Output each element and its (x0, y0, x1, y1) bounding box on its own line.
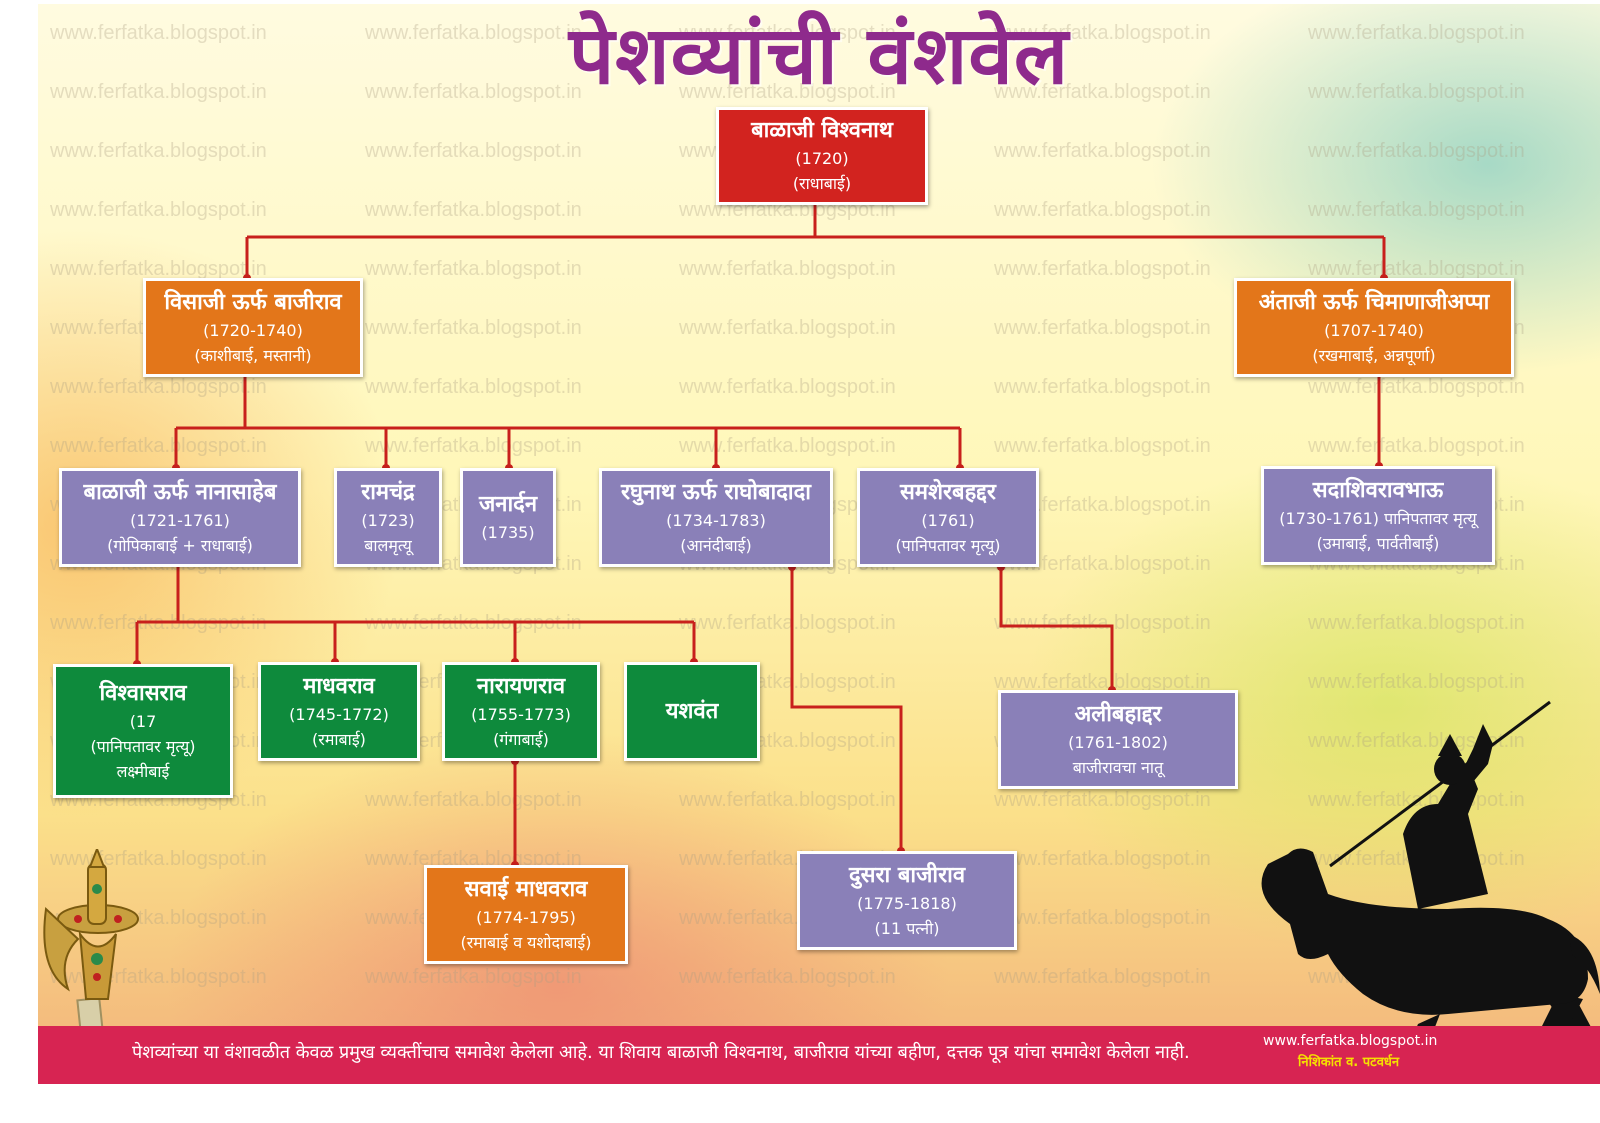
person-detail: (1723) (361, 510, 415, 530)
person-detail: (11 पत्नी) (874, 918, 940, 938)
person-name: अंताजी ऊर्फ चिमाणाजीअप्पा (1258, 289, 1490, 315)
connector-line (245, 205, 1386, 278)
node-vishwasrao: विश्वासराव (17 (पानिपतावर मृत्यू) लक्ष्मीबा… (53, 664, 233, 798)
person-detail: (1745-1772) (289, 704, 389, 724)
person-name: यशवंत (665, 698, 719, 724)
person-name: बाळाजी ऊर्फ नानासाहेब (83, 479, 277, 505)
person-name: दुसरा बाजीराव (848, 862, 966, 888)
person-name: विश्वासराव (99, 680, 187, 706)
connector-line (174, 377, 962, 468)
footer-author: निशिकांत व. पटवर्धन (1298, 1055, 1400, 1070)
person-detail: (1720-1740) (203, 320, 303, 340)
person-detail: (1755-1773) (471, 704, 571, 724)
person-detail: (1734-1783) (666, 510, 766, 530)
person-detail: (पानिपतावर मृत्यू) (895, 535, 1001, 555)
person-detail: (गोपिकाबाई + राधाबाई) (107, 535, 253, 555)
person-detail: (17 (129, 711, 157, 731)
person-detail: (1730-1761) पानिपतावर मृत्यू (1279, 508, 1477, 528)
person-name: रामचंद्र (361, 479, 415, 505)
person-detail: (पानिपतावर मृत्यू) (90, 736, 196, 756)
person-detail: (राधाबाई) (792, 174, 852, 193)
node-visaji-bajirao: विसाजी ऊर्फ बाजीराव (1720-1740) (काशीबाई, … (143, 278, 363, 377)
node-dusra-bajirao: दुसरा बाजीराव (1775-1818) (11 पत्नी) (797, 851, 1017, 950)
person-name: बाळाजी विश्वनाथ (751, 118, 893, 143)
node-yashwant: यशवंत (624, 662, 760, 761)
connector-line (999, 567, 1114, 690)
person-detail: (1775-1818) (857, 893, 957, 913)
node-madhavrao: माधवराव (1745-1772) (रमाबाई) (258, 662, 420, 761)
connector-line (135, 567, 696, 664)
person-name: जनार्दन (478, 492, 538, 517)
node-sawai-madhavrao: सवाई माधवराव (1774-1795) (रमाबाई व यशोदाबा… (424, 865, 628, 964)
footer-note: पेशव्यांच्या या वंशावळीत केवळ प्रमुख व्य… (132, 1042, 1190, 1063)
person-detail: (रमाबाई) (312, 729, 366, 749)
footer-site: www.ferfatka.blogspot.in (1263, 1033, 1438, 1049)
person-detail: (रखमाबाई, अन्नपूर्णा) (1312, 345, 1436, 365)
node-alibahaddar: अलीबहाद्दर (1761-1802) बाजीरावचा नातू (998, 690, 1238, 789)
person-detail: (काशीबाई, मस्तानी) (194, 345, 312, 365)
person-name: माधवराव (303, 673, 375, 699)
person-detail: बाजीरावचा नातू (1072, 757, 1164, 777)
person-detail: (गंगाबाई) (493, 729, 549, 749)
node-narayanrao: नारायणराव (1755-1773) (गंगाबाई) (442, 662, 600, 761)
person-name: समशेरबहद्दर (900, 479, 996, 505)
node-ramchandra: रामचंद्र (1723) बालमृत्यू (334, 468, 442, 567)
person-name: नारायणराव (476, 673, 566, 699)
person-detail: (1720) (795, 149, 849, 168)
node-janardan: जनार्दन (1735) (460, 468, 556, 567)
connector-lines (133, 205, 1388, 869)
person-detail: (उमाबाई, पार्वतीबाई) (1316, 533, 1440, 553)
person-name: सवाई माधवराव (464, 876, 588, 902)
person-detail: (1707-1740) (1324, 320, 1424, 340)
person-detail: (आनंदीबाई) (680, 535, 752, 555)
person-name: रघुनाथ ऊर्फ राघोबादादा (621, 479, 811, 505)
node-raghunath: रघुनाथ ऊर्फ राघोबादादा (1734-1783) (आनंदीब… (599, 468, 833, 567)
footer-banner: पेशव्यांच्या या वंशावळीत केवळ प्रमुख व्य… (38, 1026, 1600, 1084)
node-antaji-chimaji: अंताजी ऊर्फ चिमाणाजीअप्पा (1707-1740) (रखम… (1234, 278, 1514, 377)
poster-title: पेशव्यांची वंशवेल (568, 9, 1070, 102)
node-samsherbahaddar: समशेरबहद्दर (1761) (पानिपतावर मृत्यू) (857, 468, 1039, 567)
node-sadashivraobhau: सदाशिवरावभाऊ (1730-1761) पानिपतावर मृत्यू… (1261, 466, 1495, 565)
person-detail: लक्ष्मीबाई (116, 761, 170, 781)
person-detail: (रमाबाई व यशोदाबाई) (460, 932, 592, 952)
person-detail: बालमृत्यू (364, 535, 412, 555)
person-detail: (1721-1761) (130, 510, 230, 530)
node-nanasaheb: बाळाजी ऊर्फ नानासाहेब (1721-1761) (गोपिकाब… (59, 468, 301, 567)
person-detail: (1735) (481, 523, 535, 542)
person-detail: (1774-1795) (476, 907, 576, 927)
connector-line (790, 567, 903, 851)
person-name: विसाजी ऊर्फ बाजीराव (164, 289, 342, 315)
node-balaji-vishwanath: बाळाजी विश्वनाथ (1720) (राधाबाई) (716, 107, 928, 205)
person-name: सदाशिवरावभाऊ (1312, 477, 1444, 503)
person-detail: (1761) (921, 510, 975, 530)
person-detail: (1761-1802) (1068, 732, 1168, 752)
person-name: अलीबहाद्दर (1074, 701, 1162, 727)
